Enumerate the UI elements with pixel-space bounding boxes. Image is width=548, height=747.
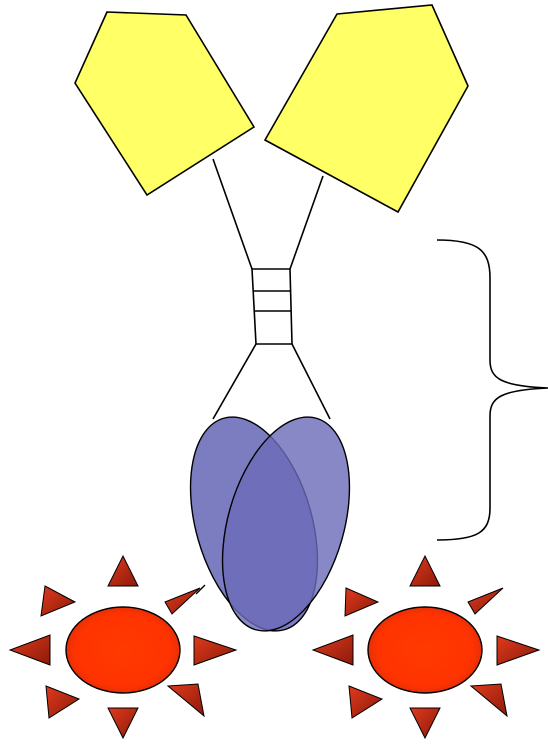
sun-ray [409,707,441,740]
left-sun-body [65,606,181,694]
sun-ray [467,587,504,615]
right-sun [311,554,541,740]
sun-ray [348,685,384,719]
sun-ray [469,683,508,718]
lower-arms [212,343,331,420]
sun-ray [496,635,541,666]
right-sun-body [367,606,483,694]
sun-ray [45,685,81,719]
sun-ray [40,585,77,617]
left-arm-line [212,158,253,270]
right-curly-brace [436,239,548,541]
left-sun [8,554,238,740]
sun-ray [311,634,354,666]
sun-ray [8,634,51,666]
right-sun-rays [311,554,541,740]
sun-ray [409,554,441,587]
left-sun-rays [8,554,238,740]
lower-right-line [291,343,331,420]
sun-ray [193,635,238,666]
right-pentagon [263,4,469,214]
sun-ray [107,707,139,740]
right-ellipse [221,416,351,632]
sun-ray [107,554,139,587]
sun-ray [164,587,201,615]
upper-arms [212,158,324,270]
right-arm-line [289,175,324,270]
lower-ellipse-pair [189,416,351,632]
left-pentagon [74,11,256,197]
lower-left-line [212,343,257,420]
sun-ray [166,683,205,718]
hinge-outline [251,268,293,345]
ellipse-tick [195,584,206,595]
hinge-box [251,268,293,345]
sun-ray [344,587,380,617]
